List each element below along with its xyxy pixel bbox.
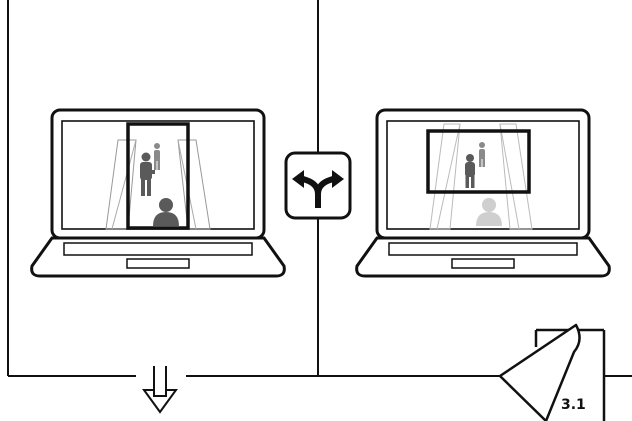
laptop-right — [357, 110, 610, 276]
split-arrows-icon — [286, 153, 350, 218]
page-number: 3.1 — [561, 395, 601, 415]
double-down-arrow-icon — [144, 366, 176, 412]
laptop-left — [32, 110, 285, 276]
